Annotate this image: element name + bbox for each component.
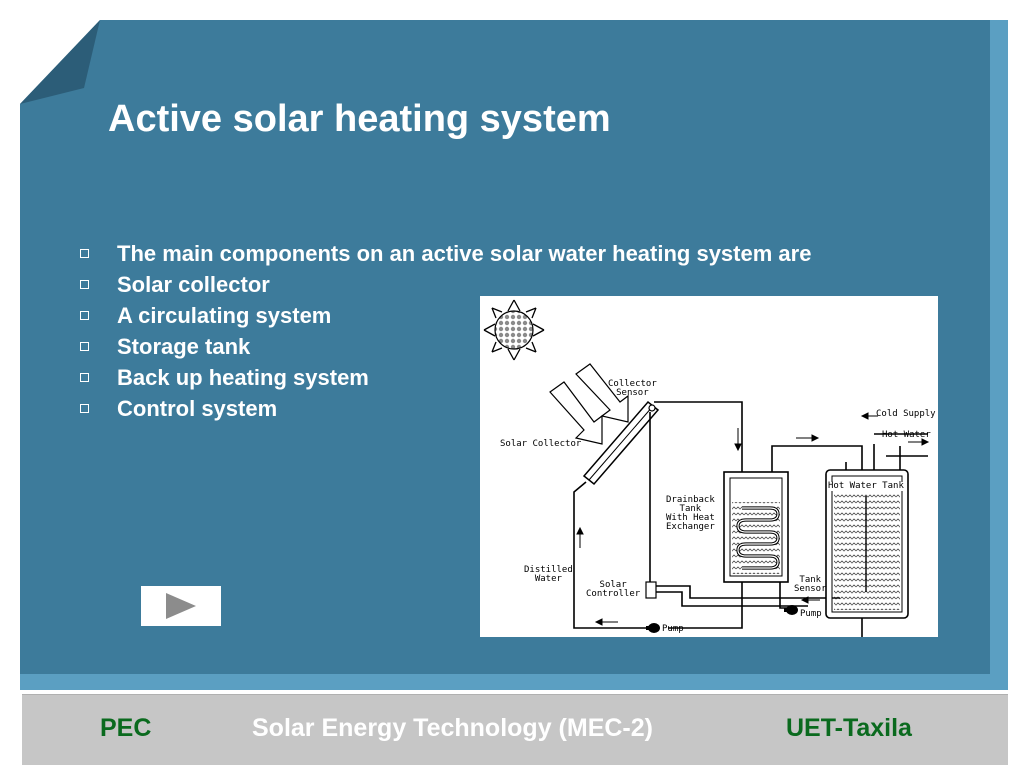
hollow-square-icon bbox=[80, 311, 89, 320]
bullet-item: Storage tank bbox=[80, 331, 811, 362]
label-hot-water: Hot Water bbox=[882, 430, 931, 440]
label-solar-controller: Solar Controller bbox=[586, 580, 641, 599]
hollow-square-icon bbox=[80, 342, 89, 351]
bullet-item: Solar collector bbox=[80, 269, 811, 300]
pump-icon bbox=[646, 623, 660, 633]
pump-icon bbox=[784, 605, 798, 615]
label-drainback-tank: Drainback Tank With Heat Exchanger bbox=[666, 495, 715, 532]
solar-controller-box bbox=[645, 581, 657, 599]
label-pump: Pump bbox=[800, 609, 822, 619]
hollow-square-icon bbox=[80, 404, 89, 413]
piping bbox=[573, 401, 928, 637]
sun-ray-arrows bbox=[549, 363, 629, 445]
hot-water-tank bbox=[825, 469, 909, 619]
hollow-square-icon bbox=[80, 373, 89, 382]
label-cold-supply: Cold Supply bbox=[876, 409, 936, 419]
label-solar-collector: Solar Collector bbox=[500, 439, 582, 449]
footer-left: PEC bbox=[100, 714, 152, 742]
label-tank-sensor: Tank Sensor bbox=[794, 575, 827, 594]
flow-arrows bbox=[576, 412, 930, 626]
bullet-list: The main components on an active solar w… bbox=[80, 238, 811, 424]
diagram-drawing bbox=[483, 299, 930, 637]
bullet-item: Control system bbox=[80, 393, 811, 424]
bullet-text: Back up heating system bbox=[117, 364, 369, 390]
footer-institution: UET-Taxila bbox=[786, 714, 912, 742]
next-slide-button[interactable] bbox=[141, 586, 221, 626]
slide-title: Active solar heating system bbox=[108, 98, 611, 140]
bullet-text: Control system bbox=[117, 395, 278, 421]
label-pump: Pump bbox=[662, 624, 684, 634]
bullet-text: Solar collector bbox=[117, 271, 270, 297]
bullet-text: Storage tank bbox=[117, 333, 251, 359]
solar-collector bbox=[582, 400, 660, 486]
label-distilled-water: Distilled Water bbox=[524, 565, 573, 584]
solar-heating-diagram: Collector Sensor Solar Collector Cold Su… bbox=[480, 296, 938, 637]
bullet-item: A circulating system bbox=[80, 300, 811, 331]
sun-icon bbox=[483, 299, 545, 361]
label-hot-water-tank: Hot Water Tank bbox=[828, 481, 904, 491]
label-collector-sensor: Collector Sensor bbox=[608, 379, 657, 398]
footer-bar: PEC Solar Energy Technology (MEC-2) UET-… bbox=[22, 694, 1008, 765]
bullet-item: The main components on an active solar w… bbox=[80, 238, 811, 269]
drainback-tank bbox=[723, 471, 789, 583]
bullet-text: The main components on an active solar w… bbox=[117, 240, 812, 266]
play-icon bbox=[166, 593, 196, 619]
hollow-square-icon bbox=[80, 280, 89, 289]
footer-course-title: Solar Energy Technology (MEC-2) bbox=[252, 714, 653, 742]
bullet-text: A circulating system bbox=[117, 302, 332, 328]
bullet-item: Back up heating system bbox=[80, 362, 811, 393]
hollow-square-icon bbox=[80, 249, 89, 258]
